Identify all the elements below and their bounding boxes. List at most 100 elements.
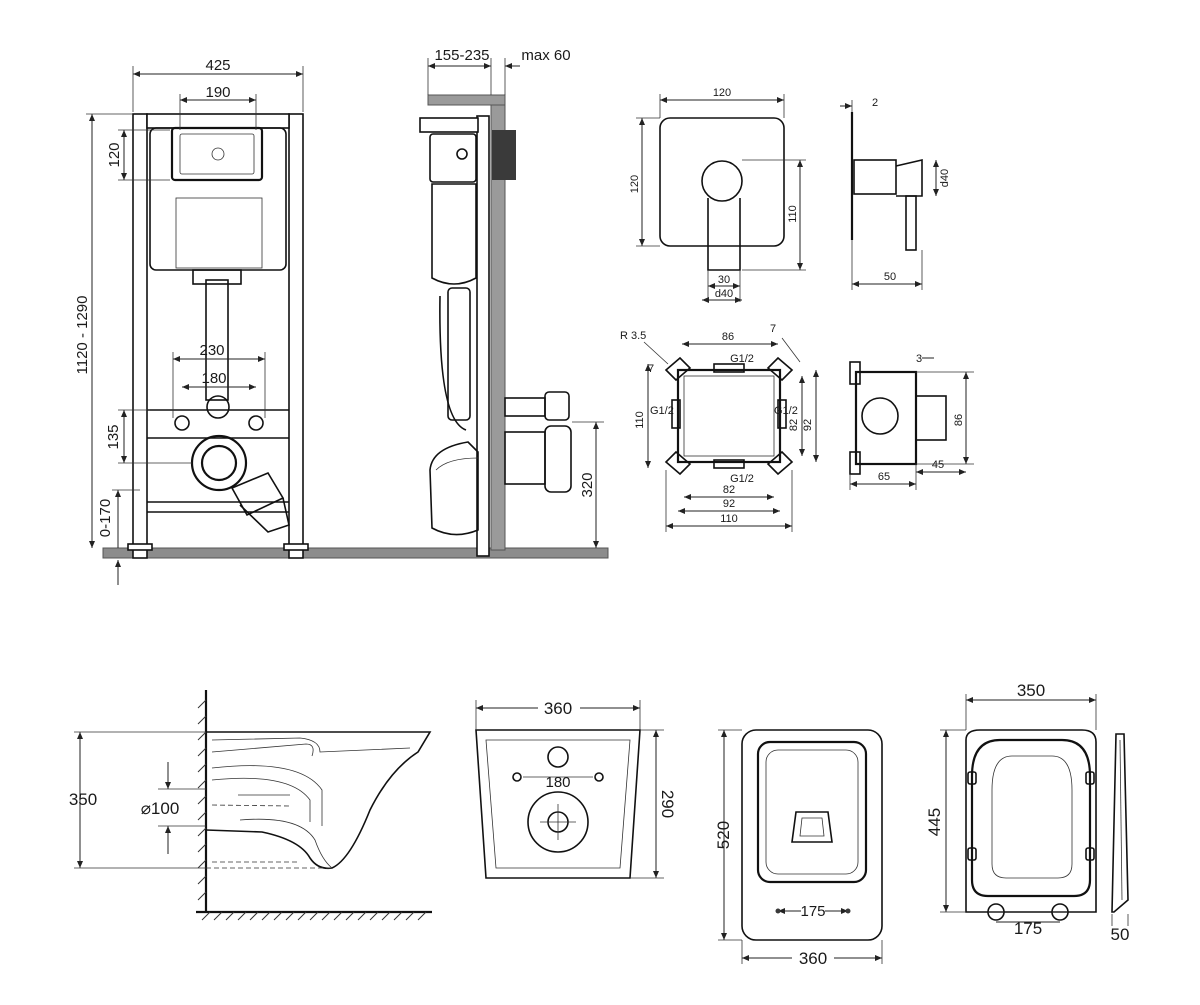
side-drain-bend <box>429 441 479 536</box>
mixer-lever <box>707 198 741 271</box>
side-cistern <box>431 183 477 285</box>
install-box-body <box>676 368 782 464</box>
bowl-rim <box>756 740 868 884</box>
right-mounting-stud <box>248 415 264 431</box>
flush-valve <box>211 147 225 161</box>
label-inlet-left: G1/2 <box>650 405 674 417</box>
dim-depth-range: 155-235 <box>434 47 489 64</box>
flush-plate-side <box>492 130 516 180</box>
dim-box-side-45: 45 <box>932 459 944 471</box>
dim-box-bottom-92: 92 <box>723 498 735 510</box>
frame-right-post <box>288 113 304 559</box>
box-lug-top-right <box>766 356 794 382</box>
right-bolt-hole <box>594 772 604 782</box>
inlet-bottom <box>713 459 745 469</box>
box-lug-bottom-left <box>664 450 692 476</box>
flush-pipe-outlet <box>206 395 230 419</box>
frame-side-view: 155-235 max 60 320 <box>419 47 604 557</box>
side-mechanism <box>429 133 477 183</box>
dim-inner-width: 190 <box>205 84 230 101</box>
outlet-opening <box>527 791 589 853</box>
flush-mechanism <box>179 133 255 175</box>
left-bolt-hole <box>512 772 522 782</box>
mixer-handle-round <box>701 160 743 202</box>
dim-frame-width: 425 <box>205 57 230 74</box>
dim-box-right-82: 82 <box>788 419 800 431</box>
dim-box-left-height: 110 <box>634 411 646 429</box>
dim-box-side-65: 65 <box>878 471 890 483</box>
seat-ring <box>970 738 1092 898</box>
label-inlet-bottom: G1/2 <box>730 473 754 485</box>
seat-lid-outline <box>965 729 1097 913</box>
dim-lever-height: 110 <box>787 205 799 223</box>
frame-front-view: 425 190 120 1120 - 1290 230 180 135 0-17… <box>74 57 609 585</box>
dim-handle-diameter: d40 <box>715 288 733 300</box>
dim-bowl-back-width: 360 <box>544 699 572 718</box>
wall-hatch <box>197 699 207 901</box>
floor-hatch <box>201 911 427 921</box>
dim-hinge-spacing: 175 <box>1014 919 1042 938</box>
inlet-top <box>713 363 745 373</box>
frame-left-post <box>132 113 148 559</box>
dim-leg-adjust: 0-170 <box>97 499 114 537</box>
dim-box-bottom-110: 110 <box>720 513 738 525</box>
inlet-right <box>777 399 787 429</box>
dim-lever-width: 30 <box>718 274 730 286</box>
cistern-window <box>175 197 263 269</box>
dim-bolt-spacing: 180 <box>201 370 226 387</box>
flush-inlet <box>547 746 569 768</box>
dim-mixer-depth: 50 <box>884 271 896 283</box>
seat-view: 175 350 445 50 <box>925 681 1129 944</box>
label-inlet-right: G1/2 <box>774 405 798 417</box>
mixer-side-body <box>853 159 897 195</box>
mixer-side-view: 2 d40 50 <box>840 97 951 290</box>
box-lug-bottom-right <box>766 450 794 476</box>
dim-bowl-back-height: 290 <box>658 790 677 818</box>
side-drain-connector <box>504 431 546 485</box>
pipe-flange <box>192 269 242 285</box>
bowl-top-outline <box>741 729 883 941</box>
dim-drain-diameter: ⌀100 <box>141 799 180 818</box>
install-box-side-view: 3 86 45 65 <box>849 353 974 490</box>
dim-seat-length: 445 <box>925 808 944 836</box>
dim-box-right-92: 92 <box>802 419 814 431</box>
dim-box-side-height: 86 <box>953 414 965 426</box>
dim-plate-thickness: 2 <box>872 97 878 109</box>
side-frame-post <box>476 115 490 557</box>
dim-bowl-top-width: 360 <box>799 949 827 968</box>
dim-box-top: 86 <box>722 331 734 343</box>
left-mounting-stud <box>174 415 190 431</box>
bowl-drain-top <box>791 811 833 843</box>
dim-bowl-length: 520 <box>714 821 733 849</box>
dim-bolt-spacing-back: 180 <box>545 774 570 791</box>
side-flush-connector <box>504 397 546 417</box>
seat-opening <box>991 755 1073 879</box>
install-box-front-view: R 3.5 86 7 7 G1/2 G1/2 G1/2 G1/2 110 82 … <box>620 323 819 532</box>
left-foot <box>127 543 153 551</box>
box-side-cartridge <box>915 395 947 441</box>
flush-pipe <box>205 279 229 401</box>
dim-side-diameter: d40 <box>939 169 951 187</box>
side-top-bracket <box>419 117 479 133</box>
dim-outlet-height-side: 320 <box>579 472 596 497</box>
right-foot <box>283 543 309 551</box>
box-side-port <box>861 397 899 435</box>
bowl-side-outline <box>205 731 432 870</box>
dim-box-bottom-82: 82 <box>723 484 735 496</box>
dim-seat-bolts-top: 175 <box>800 903 825 920</box>
dim-seat-thickness: 50 <box>1111 925 1130 944</box>
flush-panel-opening <box>170 126 264 182</box>
drain-outlet <box>190 434 248 492</box>
cistern-body <box>149 127 287 271</box>
dim-mixer-height: 120 <box>629 175 641 193</box>
bowl-back-view: 180 360 290 <box>475 698 677 879</box>
bowl-top-view: 175 520 360 <box>714 729 883 968</box>
floor-slab <box>102 547 609 559</box>
dim-button-height: 120 <box>106 142 123 167</box>
mixer-cover-plate <box>659 117 785 247</box>
side-flush-pipe <box>447 287 471 421</box>
wall-top <box>427 94 506 106</box>
bowl-side-view: 350 ⌀100 <box>69 690 432 921</box>
